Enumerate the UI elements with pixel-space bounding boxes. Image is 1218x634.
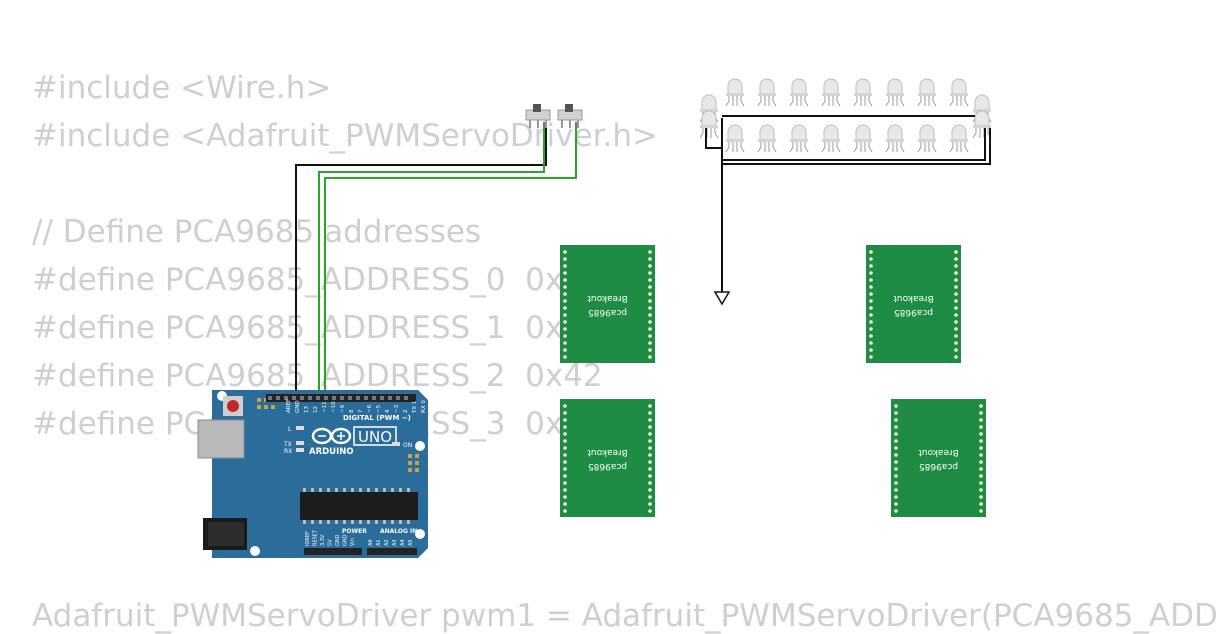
digital-pin-label: ~9 [340,404,346,413]
code-line-pwm-object: Adafruit_PWMServoDriver pwm1 = Adafruit_… [32,598,1218,634]
digital-pin-label: 7 [358,409,364,413]
digital-pin-label: RX 0 [421,400,427,413]
code-line-comment: // Define PCA9685 addresses [32,214,482,250]
led-wiring [705,115,991,280]
digital-pin-label: TX 1 [412,401,418,414]
led-icon[interactable] [821,78,841,107]
led-icon[interactable] [725,78,745,107]
led-icon[interactable] [699,110,719,139]
digital-pin-label: ~3 [394,404,400,413]
digital-pin-label: 2 [403,410,409,414]
mounting-hole [415,529,425,539]
power-pin-label: IOREF [305,531,311,546]
pca9685-breakout[interactable]: pca9685 Breakout [891,399,986,517]
code-line-include-wire: #include <Wire.h> [32,70,332,106]
led-icon[interactable] [725,124,745,153]
led-icon[interactable] [853,78,873,107]
digital-pin-label: ~10 [331,401,337,413]
breakout-label-line2: Breakout [587,447,628,457]
digital-pin-label: 13 [304,406,310,413]
led-icon[interactable] [949,124,969,153]
power-label: POWER [342,528,367,535]
arduino-logo [311,427,352,445]
led-l-label: L [288,426,292,433]
digital-pin-label: GND [295,400,301,413]
power-pin-label: GND [335,534,341,546]
led-icon[interactable] [885,124,905,153]
analog-pin-label: A3 [392,539,398,546]
power-header[interactable] [304,548,362,555]
analog-pin-label: A0 [368,539,374,546]
led-icon[interactable] [789,124,809,153]
analog-pin-label: A1 [376,539,382,546]
digital-pin-label: 8 [349,409,355,413]
digital-pin-label: ~5 [376,404,382,413]
led-tx-label: TX [283,441,292,448]
led-icon[interactable] [757,124,777,153]
breakout-label-line2: Breakout [587,293,628,303]
led-icon[interactable] [917,78,937,107]
analog-pin-label: A4 [400,539,406,546]
breakout-group: pca9685Breakoutpca9685Breakoutpca9685Bre… [560,245,986,517]
power-pin-label: RESET [313,529,319,546]
breakout-label-line1: pca9685 [894,307,933,317]
breakout-label-line1: pca9685 [588,307,627,317]
analog-label: ANALOG IN [380,528,417,535]
slide-switch-2[interactable] [557,104,583,128]
model-label: UNO [358,428,392,446]
led-on-label: ON [403,442,412,449]
digital-pin-label: ~6 [367,404,373,413]
breakout-label-line1: pca9685 [588,461,627,471]
led-icon[interactable] [821,124,841,153]
wire-black-gnd[interactable] [295,122,547,395]
led-icon[interactable] [853,124,873,153]
digital-pin-label: 12 [313,406,319,413]
power-pin-label: GND [343,534,349,546]
wire-green-1[interactable] [318,122,545,395]
led-array [699,78,992,153]
digital-label: DIGITAL (PWM ~) [343,414,411,422]
power-pin-label: Vin [350,538,356,546]
analog-header[interactable] [367,548,417,555]
led-icon[interactable] [949,78,969,107]
digital-pin-label: ~11 [322,401,328,413]
brand-label: ARDUINO [309,447,354,457]
chip-icon [300,492,418,520]
breakout-label-line2: Breakout [893,293,934,303]
pca9685-breakout[interactable]: pca9685 Breakout [560,399,655,517]
digital-pin-label: AREF [286,399,292,413]
breakout-label-line1: pca9685 [919,461,958,471]
led-icon[interactable] [789,78,809,107]
code-line-define-2: #define PCA9685_ADDRESS_2 0x42 [32,358,603,394]
pca9685-breakout[interactable]: pca9685 Breakout [866,245,961,363]
circuit-canvas[interactable]: pca9685Breakoutpca9685Breakoutpca9685Bre… [0,0,1200,630]
power-pin-label: 5V [328,539,334,546]
breakout-label-line2: Breakout [918,447,959,457]
digital-pin-label: 4 [385,409,391,413]
led-icon[interactable] [885,78,905,107]
power-pin-label: 3.3V [320,534,326,546]
led-icon[interactable] [917,124,937,153]
led-icon[interactable] [972,110,992,139]
mounting-hole [415,441,425,451]
wire-green-2[interactable] [324,122,577,395]
pca9685-breakout[interactable]: pca9685 Breakout [560,245,655,363]
wire-group [295,122,577,395]
usb-port-icon [197,419,245,459]
mounting-hole [250,546,260,556]
analog-pin-label: A5 [408,539,414,546]
analog-pin-label: A2 [384,539,390,546]
slide-switch-1[interactable] [525,104,551,128]
led-rx-label: RX [284,448,292,455]
led-icon[interactable] [757,78,777,107]
ground-icon [713,280,731,306]
